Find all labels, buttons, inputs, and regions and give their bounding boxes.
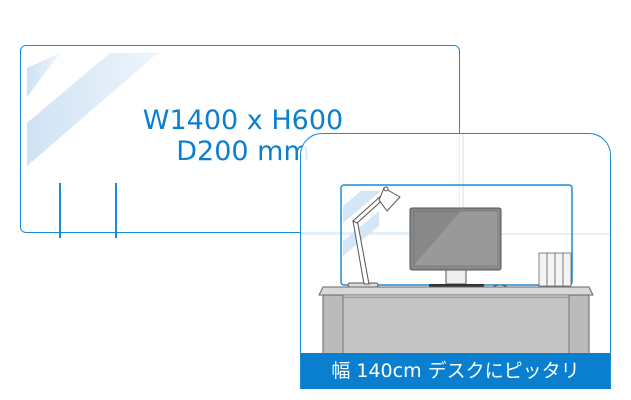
monitor-icon bbox=[409, 207, 502, 285]
dimensions-line1: W1400 x H600 bbox=[142, 105, 344, 136]
reflection-stripe bbox=[27, 53, 158, 166]
dimensions-line2: D200 mm bbox=[176, 136, 310, 167]
reflection-stripe bbox=[27, 53, 60, 97]
desk-icon bbox=[318, 286, 594, 366]
desk-scene bbox=[301, 134, 610, 366]
desk-scene-inset: 幅 140cm デスクにピッタリ bbox=[300, 133, 611, 389]
desk-lamp-icon bbox=[347, 186, 401, 288]
books-icon bbox=[538, 252, 572, 287]
caption-banner: 幅 140cm デスクにピッタリ bbox=[301, 353, 610, 389]
